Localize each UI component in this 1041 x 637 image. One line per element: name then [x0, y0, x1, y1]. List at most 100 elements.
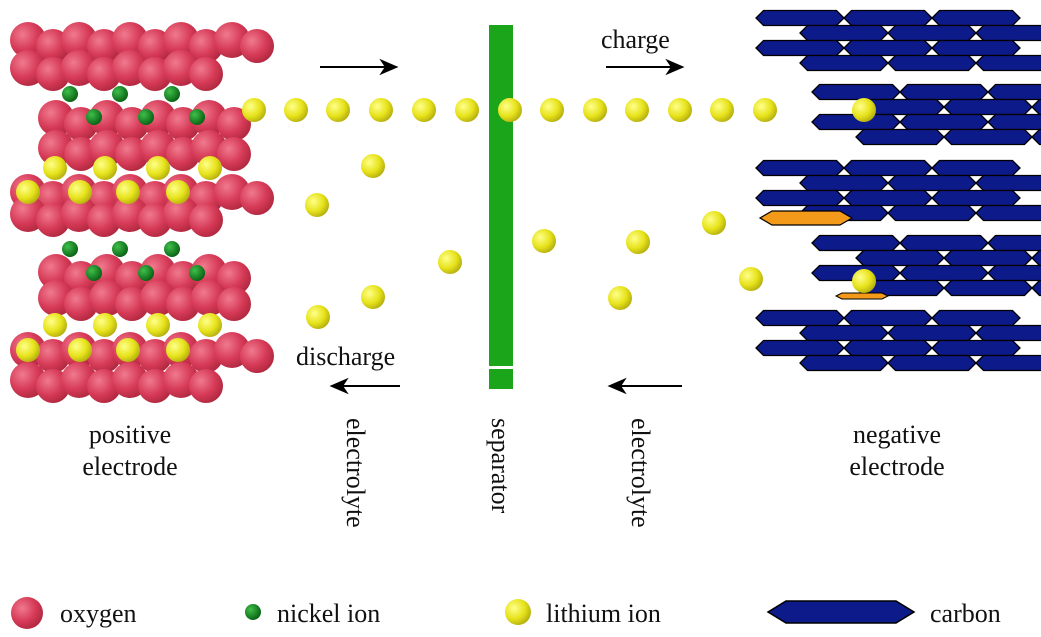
lithium-ion	[93, 313, 117, 337]
nickel-ion-icon	[245, 604, 261, 620]
nickel-ion	[189, 109, 205, 125]
lithium-ion	[305, 193, 329, 217]
lithium-ions-transit	[242, 98, 777, 329]
legend-item-lithium-ion: lithium ion	[505, 599, 661, 628]
lithium-ion	[43, 313, 67, 337]
legend-item-nickel-ion: nickel ion	[245, 599, 380, 628]
discharge-arrow-right	[607, 377, 682, 395]
carbon-hexagon	[931, 159, 1021, 177]
lithium-ion	[93, 156, 117, 180]
nickel-ion	[138, 265, 154, 281]
lithium-ion	[146, 156, 170, 180]
carbon-hexagon	[899, 264, 989, 282]
carbon-hexagon	[987, 234, 1041, 252]
carbon-hexagon	[931, 9, 1021, 27]
carbon-hexagon	[975, 204, 1041, 222]
oxygen-atom	[189, 57, 223, 91]
lithium-ion-icon	[505, 599, 531, 625]
carbon-hexagon	[1031, 128, 1041, 146]
lithium-ion	[710, 98, 734, 122]
legend-label-nickel-ion: nickel ion	[277, 599, 380, 628]
lithium-ion	[16, 180, 40, 204]
lithium-ion	[369, 98, 393, 122]
lithium-ion	[608, 286, 632, 310]
legend: oxygen nickel ion lithium ion carbon	[11, 597, 1001, 629]
negative-electrode-label-line1: negative	[853, 420, 941, 449]
oxygen-atom	[217, 261, 251, 295]
legend-item-oxygen: oxygen	[11, 597, 137, 629]
carbon-hexagon	[755, 309, 845, 327]
carbon-hexagon	[931, 39, 1021, 57]
carbon-hexagon	[987, 264, 1041, 282]
nickel-ion	[138, 109, 154, 125]
carbon-hexagon	[899, 83, 989, 101]
lithium-ion	[852, 269, 876, 293]
carbon-hexagon	[987, 83, 1041, 101]
carbon-hexagon	[755, 9, 845, 27]
carbon-hexagon	[975, 54, 1041, 72]
carbon-hexagon	[943, 279, 1033, 297]
lithium-ion	[753, 98, 777, 122]
lithium-ion	[284, 98, 308, 122]
carbon-hexagon	[811, 83, 901, 101]
carbon-hexagon	[799, 354, 889, 372]
lithium-ion	[306, 305, 330, 329]
carbon-hexagon	[943, 249, 1033, 267]
charge-arrow-right	[606, 58, 685, 76]
lithium-ion	[625, 98, 649, 122]
carbon-hexagon	[899, 113, 989, 131]
carbon-hexagon	[799, 324, 889, 342]
nickel-ion	[164, 86, 180, 102]
carbon-hexagon	[843, 189, 933, 207]
positive-electrode	[10, 22, 274, 403]
carbon-hexagon	[1031, 279, 1041, 297]
carbon-hexagon	[887, 54, 977, 72]
electrolyte-label-right: electrolyte	[626, 418, 655, 528]
oxygen-atom	[189, 203, 223, 237]
carbon-hexagon	[987, 113, 1041, 131]
legend-label-lithium-ion: lithium ion	[546, 599, 661, 628]
carbon-hexagon	[975, 324, 1041, 342]
nickel-ion	[189, 265, 205, 281]
lithium-ion	[498, 98, 522, 122]
nickel-ion	[86, 265, 102, 281]
carbon-hexagon	[855, 249, 945, 267]
carbon-hexagon	[887, 324, 977, 342]
carbon-hexagon	[943, 98, 1033, 116]
carbon-hexagon	[943, 128, 1033, 146]
oxygen-atom	[189, 369, 223, 403]
lithium-ion	[68, 180, 92, 204]
carbon-hexagon	[975, 174, 1041, 192]
lithium-ion	[626, 230, 650, 254]
oxygen-atom	[217, 107, 251, 141]
oxygen-atom	[217, 287, 251, 321]
carbon-hexagon	[931, 309, 1021, 327]
carbon-hexagon	[811, 234, 901, 252]
lithium-ion	[852, 98, 876, 122]
carbon-highlight	[758, 210, 854, 226]
oxygen-atom	[240, 29, 274, 63]
lithium-ion	[198, 156, 222, 180]
lithium-ion	[16, 338, 40, 362]
oxygen-icon	[11, 597, 43, 629]
carbon-hexagon	[799, 24, 889, 42]
carbon-icon	[766, 600, 916, 624]
negative-electrode-label-line2: electrode	[849, 452, 944, 481]
lithium-ion	[116, 180, 140, 204]
lithium-ion	[326, 98, 350, 122]
legend-label-oxygen: oxygen	[60, 599, 137, 628]
lithium-ion	[412, 98, 436, 122]
lithium-ion	[68, 338, 92, 362]
carbon-hexagon	[843, 159, 933, 177]
lithium-ion	[455, 98, 479, 122]
lithium-ion	[583, 98, 607, 122]
carbon-hexagon	[975, 354, 1041, 372]
oxygen-atom	[240, 339, 274, 373]
nickel-ion	[62, 86, 78, 102]
legend-label-carbon: carbon	[930, 599, 1001, 628]
carbon-hexagon	[887, 204, 977, 222]
lithium-ion	[668, 98, 692, 122]
charge-label: charge	[601, 25, 670, 54]
carbon-hexagon	[1031, 98, 1041, 116]
